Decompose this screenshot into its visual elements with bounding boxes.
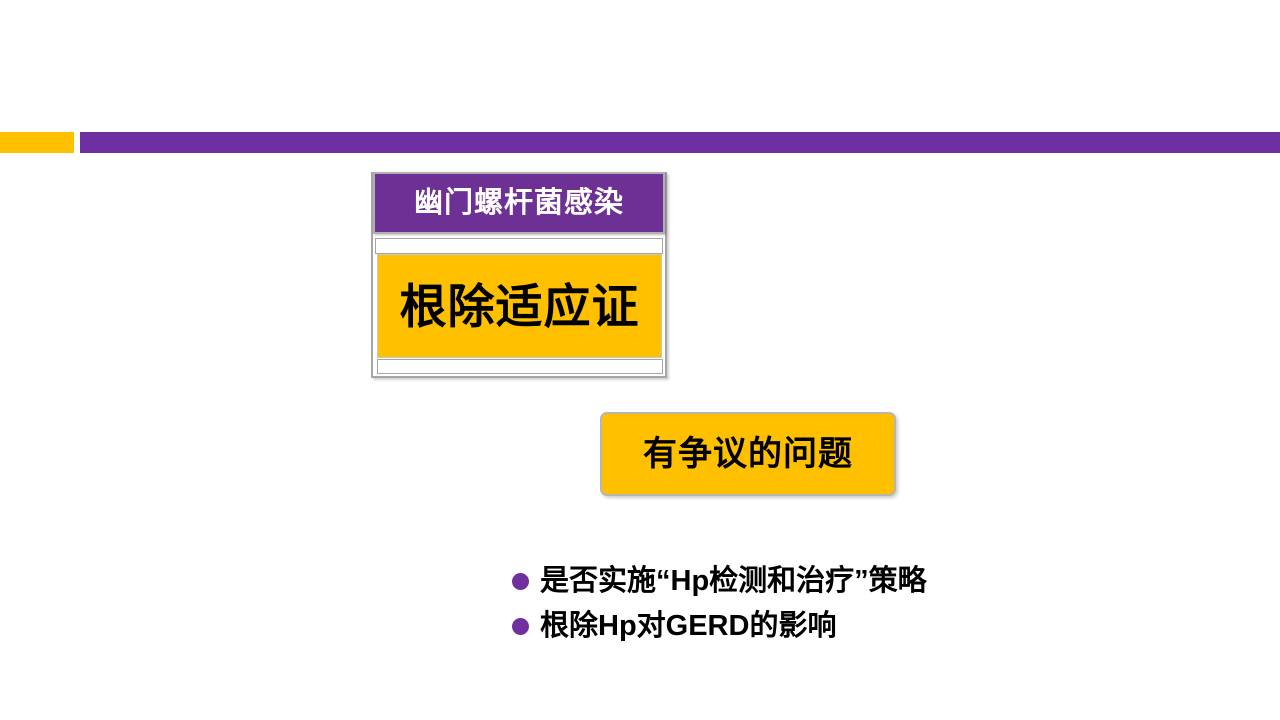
indication-body-box: 根除适应证	[377, 254, 662, 358]
divider-strip-top	[375, 238, 663, 254]
controversy-box: 有争议的问题	[600, 412, 896, 496]
bullet-dot-icon	[512, 618, 529, 636]
infection-header-box: 幽门螺杆菌感染	[373, 172, 665, 234]
list-item: 根除Hp对GERD的影响	[512, 610, 1212, 643]
indication-body-label: 根除适应证	[399, 279, 640, 333]
indication-group-container: 幽门螺杆菌感染 根除适应证	[371, 172, 667, 378]
divider-strip-bottom	[377, 359, 663, 374]
list-item-label: 是否实施“Hp检测和治疗”策略	[540, 565, 927, 597]
list-item-label: 根除Hp对GERD的影响	[540, 610, 837, 643]
top-accent-bar-purple	[80, 132, 1280, 153]
issue-list: 是否实施“Hp检测和治疗”策略 根除Hp对GERD的影响	[512, 566, 1212, 657]
controversy-label: 有争议的问题	[643, 435, 853, 473]
bullet-dot-icon	[512, 572, 529, 590]
list-item: 是否实施“Hp检测和治疗”策略	[512, 566, 1212, 596]
infection-header-label: 幽门螺杆菌感染	[413, 186, 624, 219]
top-accent-bar-yellow	[0, 132, 74, 153]
